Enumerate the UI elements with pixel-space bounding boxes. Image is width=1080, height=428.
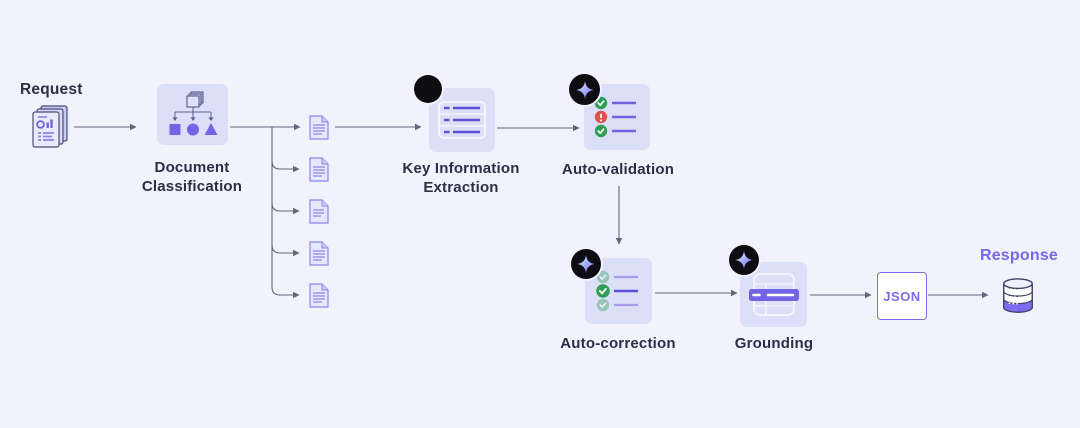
json-output-box: JSON [877, 272, 927, 320]
layers-logo-badge [414, 75, 442, 103]
fanout-document-icon [307, 156, 331, 183]
checklist-correction-icon [595, 270, 638, 312]
fanout-document-icon [307, 198, 331, 225]
sparkle-ai-badge [569, 74, 600, 105]
key-information-extraction-label: Key Information Extraction [402, 160, 520, 196]
auto-validation-label: Auto-validation [561, 161, 675, 178]
classification-tree-icon [169, 91, 217, 135]
fanout-document-icon [307, 282, 331, 309]
key-value-list-icon [438, 101, 486, 139]
fanout-document-icon [307, 240, 331, 267]
sparkle-ai-badge [571, 249, 601, 279]
checklist-validation-icon [594, 96, 636, 138]
grounding-label: Grounding [734, 335, 814, 352]
document-classification-node [157, 84, 228, 145]
auto-correction-node [585, 258, 652, 324]
json-label: JSON [883, 288, 921, 304]
database-icon [999, 276, 1037, 316]
document-stack-icon [28, 103, 74, 151]
sparkle-ai-badge [729, 245, 759, 275]
table-highlight-icon [748, 272, 799, 316]
key-information-extraction-node [429, 88, 495, 152]
auto-correction-label: Auto-correction [560, 335, 676, 352]
document-classification-label: Document Classification [141, 159, 243, 195]
request-label: Request [20, 81, 83, 98]
response-label: Response [979, 247, 1059, 264]
fanout-document-icon [307, 114, 331, 141]
